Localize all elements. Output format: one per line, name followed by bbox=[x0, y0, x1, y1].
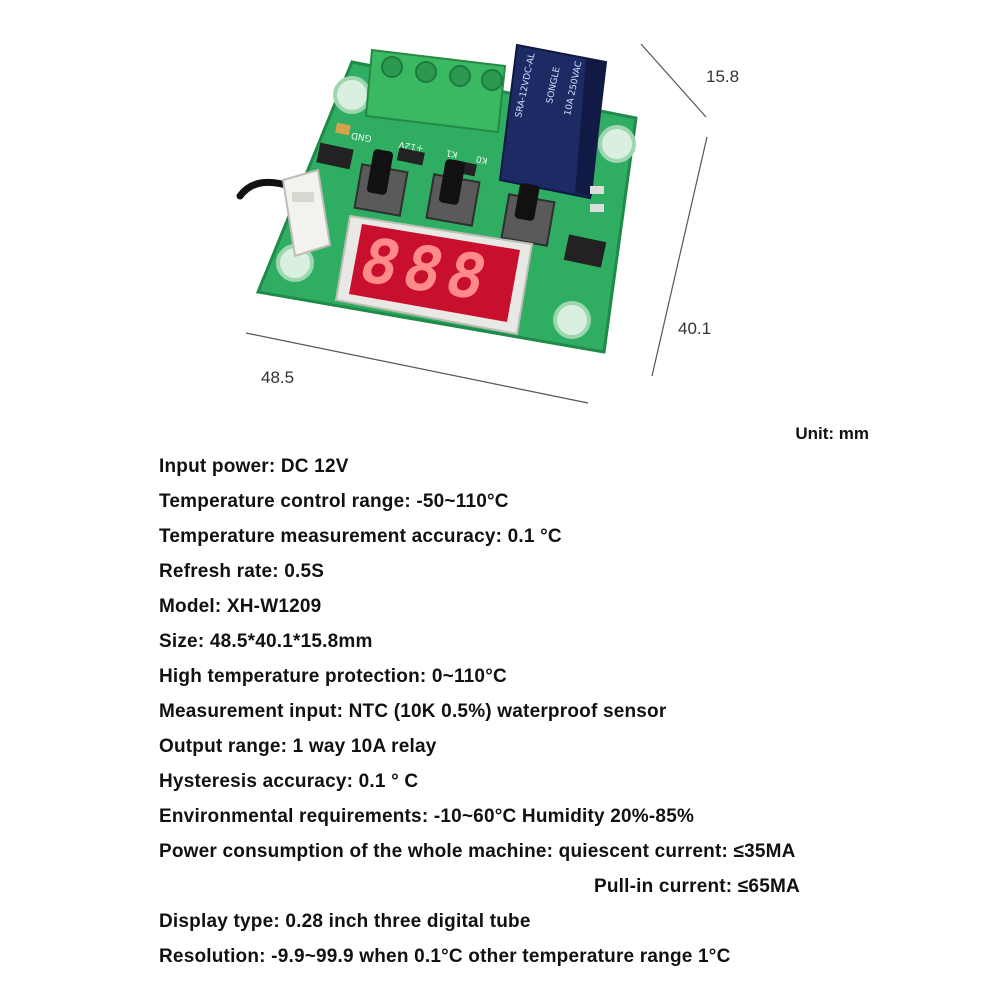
dimension-lines bbox=[245, 43, 708, 404]
sensor-cable bbox=[236, 178, 294, 200]
screw-icon bbox=[381, 56, 403, 78]
spec-line: Power consumption of the whole machine: … bbox=[159, 841, 796, 862]
mounting-hole bbox=[553, 301, 591, 339]
screw-terminal-block bbox=[364, 48, 507, 134]
spec-line: Measurement input: NTC (10K 0.5%) waterp… bbox=[159, 701, 667, 722]
silkscreen-k1: K1 bbox=[445, 147, 458, 159]
spec-line: Hysteresis accuracy: 0.1 ° C bbox=[159, 771, 419, 792]
spec-line: Environmental requirements: -10~60°C Hum… bbox=[159, 806, 695, 827]
ic-chip bbox=[563, 234, 607, 268]
width-dimension-label: 48.5 bbox=[261, 368, 294, 387]
button-cap bbox=[438, 159, 466, 205]
spec-line: Output range: 1 way 10A relay bbox=[159, 736, 437, 757]
sensor-connector bbox=[281, 168, 332, 258]
button-cap bbox=[514, 183, 540, 221]
spec-line: Temperature control range: -50~110°C bbox=[159, 491, 509, 512]
seven-segment-display: 888 bbox=[334, 214, 534, 336]
button-cap bbox=[366, 149, 394, 195]
depth-dimension-label: 15.8 bbox=[706, 67, 739, 86]
spec-line: Display type: 0.28 inch three digital tu… bbox=[159, 911, 531, 932]
tactile-buttons bbox=[353, 149, 556, 247]
screw-icon bbox=[481, 69, 503, 91]
mounting-hole bbox=[598, 125, 636, 163]
spec-line: Temperature measurement accuracy: 0.1 °C bbox=[159, 526, 562, 547]
product-figure: 15.8 40.1 48.5 SRA-12VDC-AL SONGLE 10A 2… bbox=[236, 43, 739, 404]
spec-line: Pull-in current: ≤65MA bbox=[594, 876, 800, 897]
screw-icon bbox=[415, 61, 437, 83]
spec-line: Size: 48.5*40.1*15.8mm bbox=[159, 631, 373, 652]
spec-line: Refresh rate: 0.5S bbox=[159, 561, 325, 582]
silkscreen-k0: K0 bbox=[475, 153, 488, 165]
spec-line: Resolution: -9.9~99.9 when 0.1°C other t… bbox=[159, 946, 731, 967]
mounting-hole bbox=[333, 76, 371, 114]
spec-line: Input power: DC 12V bbox=[159, 456, 349, 477]
spec-line: Model: XH-W1209 bbox=[159, 596, 322, 617]
unit-label: Unit: mm bbox=[795, 424, 869, 443]
height-dimension-label: 40.1 bbox=[678, 319, 711, 338]
relay: SRA-12VDC-AL SONGLE 10A 250VAC bbox=[498, 43, 608, 200]
spec-line: High temperature protection: 0~110°C bbox=[159, 666, 507, 687]
silkscreen-gnd: GND bbox=[350, 129, 372, 142]
screw-icon bbox=[449, 65, 471, 87]
smd-components bbox=[316, 122, 607, 268]
